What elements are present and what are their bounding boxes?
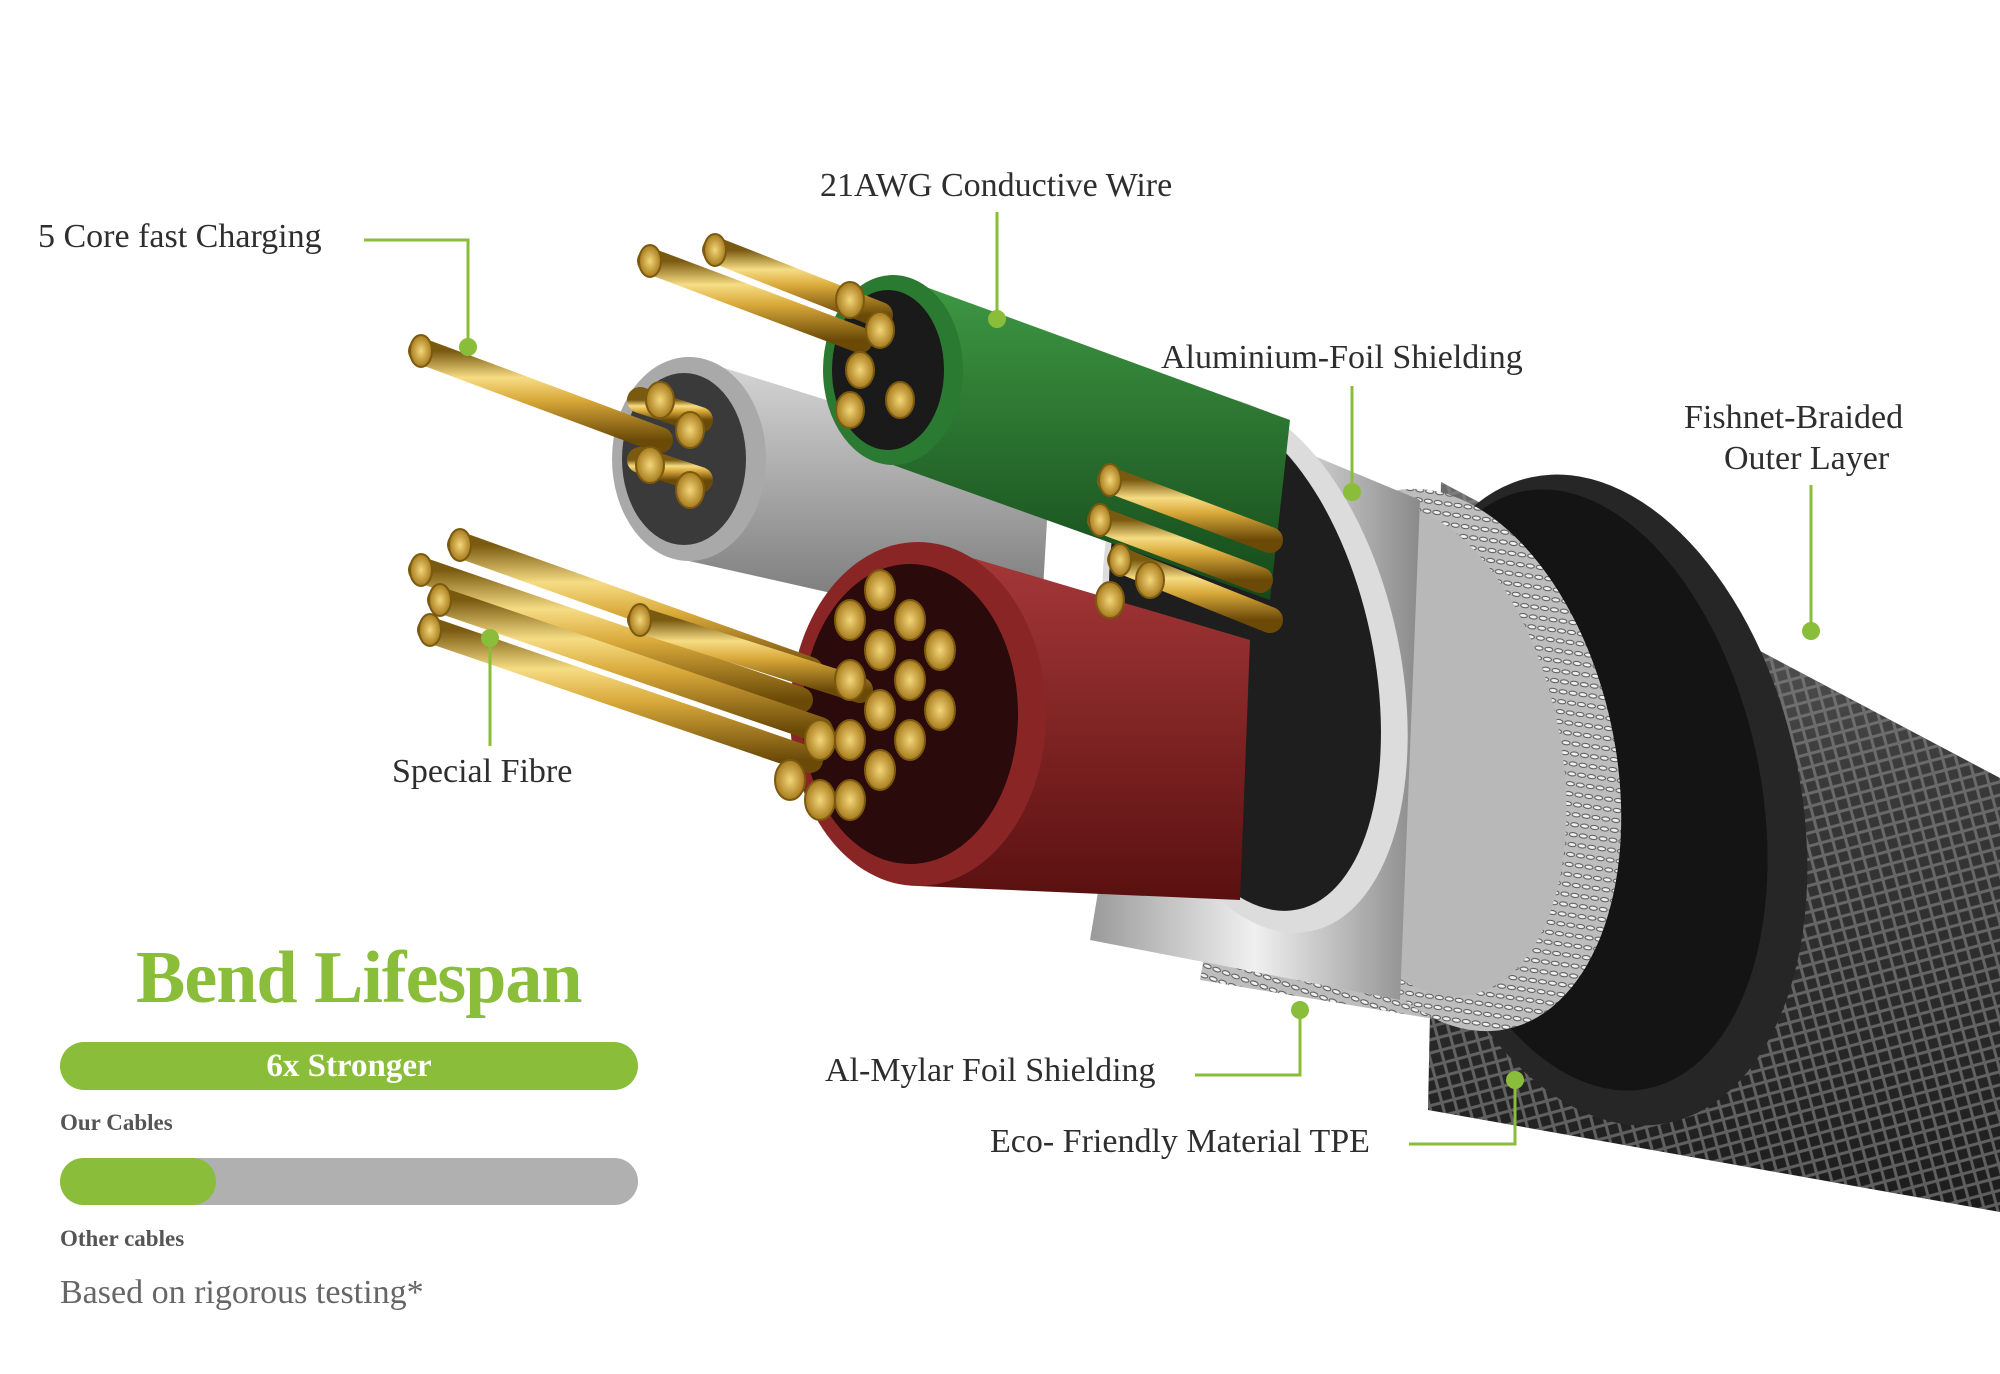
callout-line-core (364, 238, 470, 347)
callout-dot-fishnet (1802, 622, 1820, 640)
callout-line-mylar (1195, 1010, 1302, 1077)
our-cables-bar: 6x Stronger (60, 1042, 638, 1090)
label-special-fibre: Special Fibre (392, 753, 573, 790)
callout-dot-alu (1343, 483, 1361, 501)
callout-dot-awg (988, 310, 1006, 328)
testing-note: Based on rigorous testing* (60, 1274, 424, 1311)
label-al-mylar-foil-shielding: Al-Mylar Foil Shielding (825, 1052, 1156, 1089)
label-eco-friendly-tpe: Eco- Friendly Material TPE (990, 1123, 1370, 1160)
callout-line-tpe (1409, 1080, 1517, 1146)
callout-dot-tpe (1506, 1071, 1524, 1089)
other-cables-label: Other cables (60, 1226, 185, 1251)
gold-strands (408, 233, 1283, 821)
our-cables-label: Our Cables (60, 1110, 173, 1135)
other-cables-bar (60, 1158, 638, 1205)
callout-dot-fibre (481, 629, 499, 647)
callout-dot-core (459, 338, 477, 356)
bend-lifespan-title: Bend Lifespan (136, 937, 583, 1019)
label-aluminium-foil-shielding: Aluminium-Foil Shielding (1161, 339, 1523, 376)
label-5-core-fast-charging: 5 Core fast Charging (38, 218, 322, 255)
callout-dot-mylar (1291, 1001, 1309, 1019)
label-fishnet-braided-2: Outer Layer (1724, 440, 1890, 477)
label-21awg-conductive-wire: 21AWG Conductive Wire (820, 167, 1173, 204)
other-cables-fill (60, 1158, 217, 1205)
banner-text: 6x Stronger (266, 1048, 432, 1084)
label-fishnet-braided-1: Fishnet-Braided (1684, 399, 1904, 436)
